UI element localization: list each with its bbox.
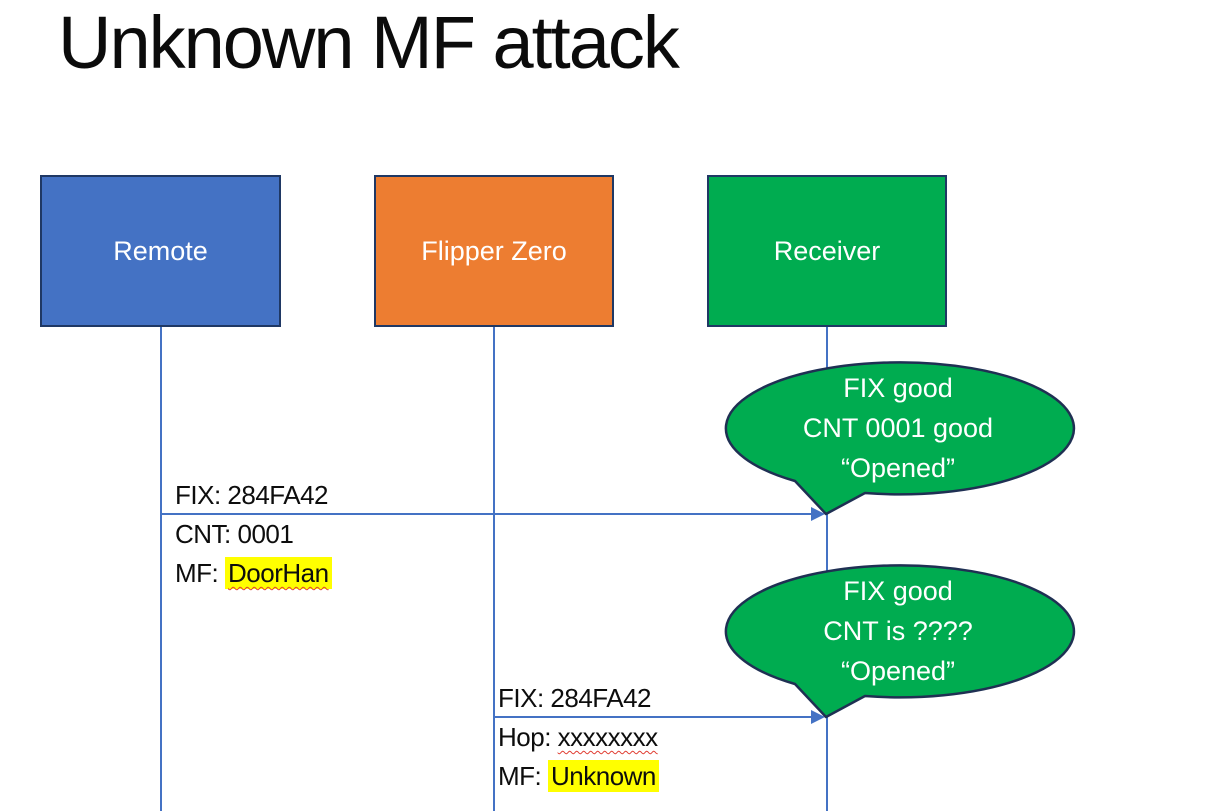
actor-label-receiver: Receiver [773,235,881,266]
message1-arrow-line [161,513,811,515]
message1-arrowhead-icon [811,507,825,521]
actor-box-receiver: Receiver [707,175,947,327]
message1-label: FIX: 284FA42 CNT: 0001 MF: DoorHan [175,476,332,593]
message2-label: FIX: 284FA42 Hop: xxxxxxxx MF: Unknown [498,679,659,796]
lifeline-remote [160,327,162,811]
callout1-line3: “Opened” [840,453,956,483]
callout2-line1: FIX good [843,576,953,606]
message2-hop-prefix: Hop: [498,722,558,752]
callout1-line1: FIX good [843,373,953,403]
callout1-line2: CNT 0001 good [802,413,994,443]
callout2-line3: “Opened” [840,656,956,686]
message1-mf-prefix: MF: [175,558,225,588]
message2-arrow-line [494,716,811,718]
message2-mf-highlighted-value: Unknown [548,760,659,792]
lifeline-flipper-zero [493,327,495,811]
page-title: Unknown MF attack [58,1,680,84]
actor-label-remote: Remote [113,235,208,266]
message1-line-mf: MF: DoorHan [175,554,332,593]
actor-label-flipper-zero: Flipper Zero [421,235,567,266]
message2-arrowhead-icon [811,710,825,724]
callout2-text: FIX good CNT is ???? “Opened” [740,571,1056,691]
message2-line-fix: FIX: 284FA42 [498,683,651,713]
callout2-line2: CNT is ???? [823,616,973,646]
message2-line-mf: MF: Unknown [498,757,659,796]
message2-line-hop: Hop: xxxxxxxx [498,718,659,757]
message1-mf-highlighted-value: DoorHan [225,557,332,589]
message1-line-cnt: CNT: 0001 [175,519,294,549]
callout1-text: FIX good CNT 0001 good “Opened” [740,368,1056,488]
message2-hop-value: xxxxxxxx [557,722,659,752]
message2-mf-prefix: MF: [498,761,548,791]
actor-box-flipper-zero: Flipper Zero [374,175,614,327]
actor-box-remote: Remote [40,175,281,327]
message1-line-fix: FIX: 284FA42 [175,480,328,510]
